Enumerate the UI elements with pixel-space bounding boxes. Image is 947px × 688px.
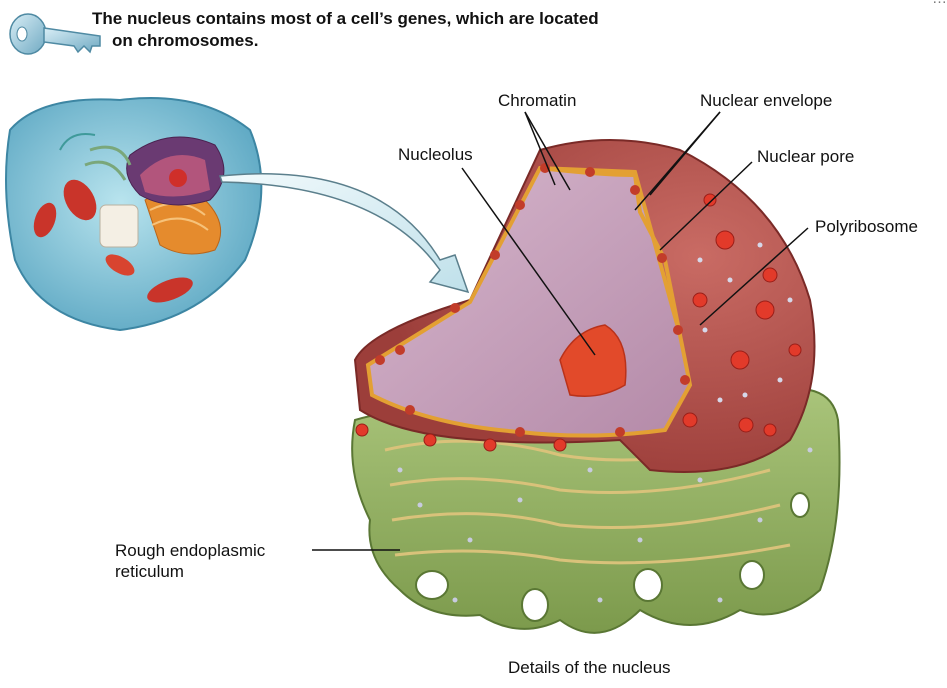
label-nuclear-envelope: Nuclear envelope <box>700 90 832 111</box>
corner-fragment: … <box>932 0 947 7</box>
key-concept: The nucleus contains most of a cell’s ge… <box>92 8 732 52</box>
key-concept-line1: The nucleus contains most of a cell’s ge… <box>92 9 599 28</box>
label-rough-er-line2: reticulum <box>115 562 184 581</box>
nucleus-illustration <box>355 140 815 472</box>
label-chromatin: Chromatin <box>498 90 576 111</box>
label-nuclear-pore: Nuclear pore <box>757 146 854 167</box>
cell-illustration <box>6 98 261 330</box>
key-icon <box>10 14 100 54</box>
label-nucleolus: Nucleolus <box>398 144 473 165</box>
label-rough-er: Rough endoplasmic reticulum <box>115 540 265 582</box>
key-concept-line2: on chromosomes. <box>92 30 732 52</box>
label-polyribosome: Polyribosome <box>815 216 918 237</box>
caption: Details of the nucleus <box>508 658 671 678</box>
label-rough-er-line1: Rough endoplasmic <box>115 541 265 560</box>
